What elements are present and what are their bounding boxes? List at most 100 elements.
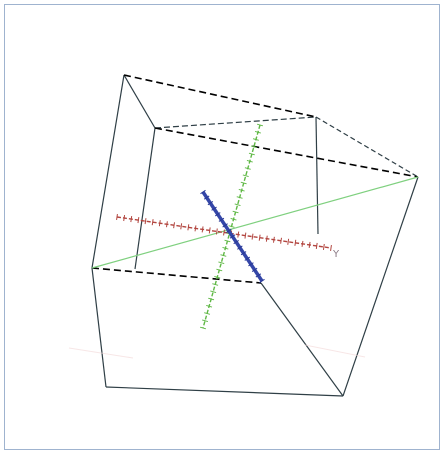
axis-tick	[194, 225, 197, 232]
cube-edge	[105, 386, 344, 397]
axis-tick	[204, 312, 211, 315]
axis-tick	[252, 138, 259, 141]
axis-tick	[265, 235, 268, 242]
y-axis-ticks	[199, 123, 264, 330]
axis-tick	[214, 275, 221, 279]
axis-tick	[233, 239, 239, 245]
x-axis: Y	[116, 213, 340, 260]
axis-tick	[218, 217, 225, 222]
axis-tick	[240, 251, 247, 256]
space-diagonal	[91, 176, 419, 269]
axis-tick	[202, 319, 209, 323]
axis-tick	[230, 217, 237, 221]
axis-tick	[246, 159, 253, 163]
axis-tick	[224, 239, 231, 243]
axis-tick	[222, 223, 228, 228]
cube-edge	[91, 267, 107, 388]
axis-tick	[308, 241, 311, 248]
axis-tick	[232, 210, 239, 214]
axis-tick	[287, 238, 290, 245]
cube-hidden-edge	[154, 127, 419, 178]
axis-tick	[315, 242, 318, 249]
axis-tick	[330, 244, 332, 252]
axis-tick	[116, 213, 118, 221]
y-axis	[199, 123, 264, 330]
axis-tick	[254, 130, 261, 134]
axis-tick	[259, 278, 265, 284]
ghost-back-face	[68, 344, 366, 359]
axis-tick	[166, 221, 168, 228]
axis-tick	[222, 246, 229, 250]
axis-tick	[123, 214, 126, 222]
x-axis-label: Y	[332, 249, 340, 260]
axis-tick	[144, 218, 147, 225]
axis-tick	[273, 236, 275, 243]
x-axis-ticks	[116, 213, 332, 252]
axis-tick	[250, 145, 257, 149]
cube-edge	[315, 116, 319, 235]
axis-tick	[199, 326, 207, 330]
axis-tick	[294, 239, 297, 246]
axis-tick	[248, 152, 255, 156]
axis-tick	[215, 228, 218, 235]
axis-tick	[130, 216, 133, 223]
cube-edge	[123, 74, 156, 129]
axis-tick	[237, 245, 243, 250]
axis-tick	[251, 233, 254, 240]
axis-tick	[280, 237, 282, 244]
cube-viewport[interactable]: Y	[5, 5, 441, 451]
axis-tick	[137, 217, 140, 224]
axis-tick	[237, 231, 240, 238]
axis-tick	[223, 229, 225, 236]
axis-tick	[238, 188, 245, 192]
cube-hidden-edge	[123, 74, 317, 118]
axis-tick	[255, 273, 262, 278]
z-axis-ticks	[200, 189, 265, 284]
axis-tick	[234, 203, 241, 207]
cube-edge	[315, 116, 419, 178]
axis-tick	[229, 234, 236, 239]
axis-tick	[244, 167, 251, 170]
axis-tick	[236, 196, 243, 199]
axis-tick	[248, 262, 254, 267]
axis-tick	[158, 220, 161, 227]
axis-tick	[214, 212, 221, 217]
axis-tick	[173, 222, 175, 229]
axis-tick	[322, 243, 325, 251]
axis-tick	[203, 195, 210, 200]
axis-tick	[228, 225, 235, 228]
cube-hidden-edge	[91, 267, 262, 284]
axis-tick	[187, 224, 190, 231]
cube-edge	[91, 74, 125, 269]
cube-edge	[154, 116, 317, 129]
axis-tick	[211, 206, 217, 211]
axis-tick	[301, 240, 304, 247]
axis-tick	[226, 228, 232, 234]
axis-tick	[244, 232, 247, 239]
axis-tick	[258, 234, 261, 241]
axis-tick	[208, 297, 215, 301]
axis-tick	[240, 181, 247, 185]
axis-tick	[244, 256, 251, 261]
axis-tick	[256, 123, 264, 127]
axis-tick	[218, 261, 225, 265]
cube-edges	[91, 74, 419, 397]
axis-tick	[208, 227, 211, 234]
cube-edge	[260, 282, 344, 397]
axis-tick	[180, 223, 183, 230]
axis-tick	[216, 268, 223, 272]
cube-edge	[342, 176, 419, 397]
cube-edge	[134, 127, 156, 270]
axis-tick	[206, 304, 213, 308]
cube-hidden-edges	[91, 74, 419, 284]
axis-tick	[251, 267, 258, 272]
axis-tick	[151, 219, 154, 226]
axis-tick	[201, 226, 204, 233]
axis-tick	[207, 201, 214, 206]
viewer-frame: Y	[4, 4, 440, 450]
z-axis	[200, 189, 265, 284]
axis-tick	[200, 189, 206, 195]
axis-tick	[242, 174, 249, 178]
axis-tick	[212, 283, 219, 286]
axis-tick	[220, 254, 227, 257]
